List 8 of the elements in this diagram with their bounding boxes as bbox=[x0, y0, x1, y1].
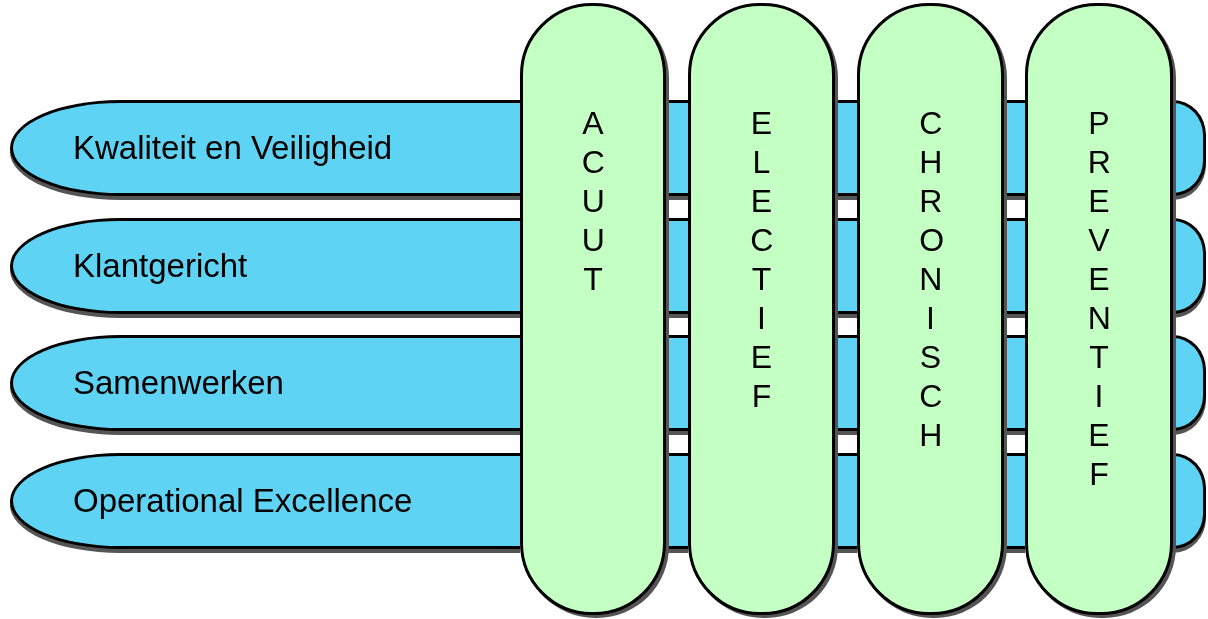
band-label: Klantgericht bbox=[73, 247, 248, 285]
vertical-label: ACUUT bbox=[581, 104, 605, 299]
vertical-label: ELECTIEF bbox=[750, 104, 773, 416]
band-label: Operational Excellence bbox=[73, 482, 413, 520]
band-label: Kwaliteit en Veiligheid bbox=[73, 129, 393, 167]
vertical-label: CHRONISCH bbox=[919, 104, 942, 455]
band-label: Samenwerken bbox=[73, 364, 284, 402]
vertical-label: PREVENTIEF bbox=[1087, 104, 1111, 494]
